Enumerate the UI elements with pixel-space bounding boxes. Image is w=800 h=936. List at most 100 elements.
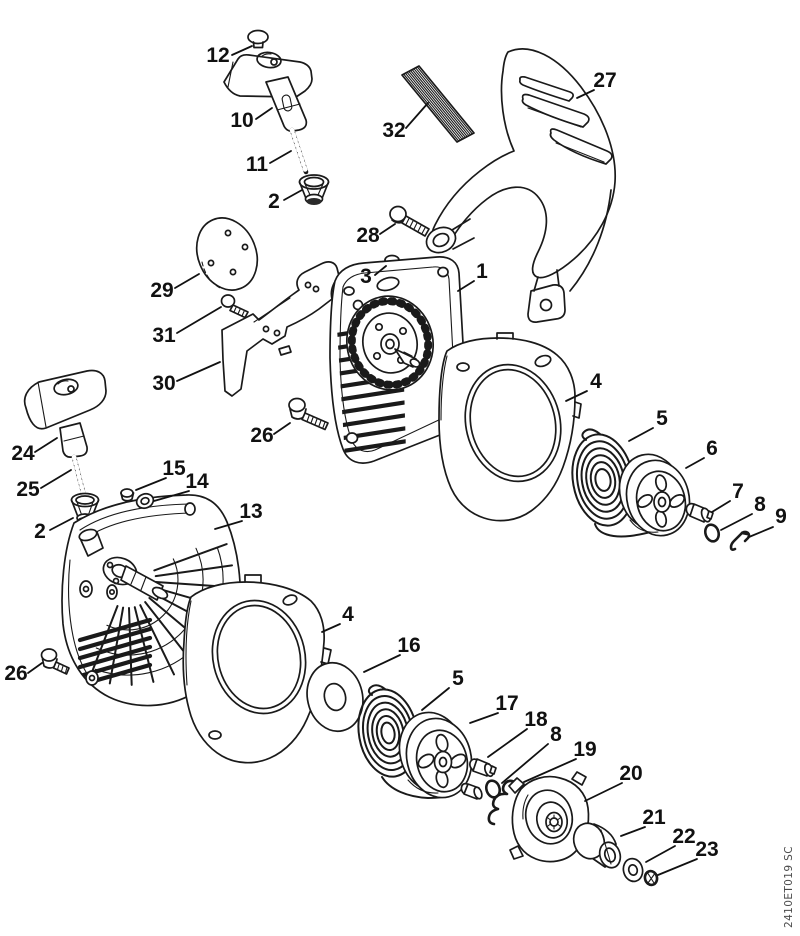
part-20-starter-cup xyxy=(508,771,590,863)
callout-leader-20 xyxy=(584,782,623,802)
part-25-starter-rope xyxy=(71,454,86,495)
part-12-cap xyxy=(247,29,269,49)
part-17-rope-rotor xyxy=(398,711,473,799)
part-16-washer-disc xyxy=(306,661,364,733)
callout-label-27: 27 xyxy=(593,69,616,92)
part-28-screw xyxy=(389,205,430,237)
callout-leader-21 xyxy=(620,826,646,837)
part-18-pawl-set xyxy=(460,758,497,800)
callout-leader-15 xyxy=(135,477,167,491)
callout-label-31: 31 xyxy=(152,324,176,347)
callout-leader-5 xyxy=(628,427,654,442)
callout-label-11: 11 xyxy=(246,153,269,176)
part-4-cover-upper xyxy=(438,332,582,522)
callout-leader-32 xyxy=(405,102,429,129)
callout-label-22: 22 xyxy=(672,825,695,848)
part-2-rope-grommet-top xyxy=(298,174,330,205)
part-23-lock-clip xyxy=(643,869,659,887)
part-32-striped-strip xyxy=(401,65,475,143)
part-31-screw xyxy=(220,294,249,319)
callout-label-14: 14 xyxy=(185,470,209,493)
callout-label-30: 30 xyxy=(152,372,175,395)
part-30-baffle-plate xyxy=(221,261,340,397)
callout-leader-31 xyxy=(176,306,222,334)
part-29-cover-disc xyxy=(195,217,259,291)
callout-label-23: 23 xyxy=(695,838,718,861)
callout-leader-11 xyxy=(269,150,292,164)
part-22-washer xyxy=(622,857,644,883)
part-24-starter-grip xyxy=(23,369,107,458)
callout-label-8: 8 xyxy=(754,493,766,516)
callout-label-5: 5 xyxy=(452,667,464,690)
callout-leader-2 xyxy=(49,517,74,531)
callout-leader-18 xyxy=(487,728,528,758)
callout-layer: 1210112273228329313012645678924252151413… xyxy=(4,44,787,876)
callout-leader-5 xyxy=(421,687,450,711)
callout-leader-23 xyxy=(657,858,698,876)
callout-label-18: 18 xyxy=(524,708,548,731)
callout-leader-17 xyxy=(469,712,499,724)
part-7-pawl xyxy=(685,502,714,523)
callout-leader-22 xyxy=(645,845,676,863)
callout-label-26: 26 xyxy=(4,662,27,685)
callout-leader-14 xyxy=(153,490,190,502)
callout-label-6: 6 xyxy=(706,437,718,460)
callout-leader-4 xyxy=(565,390,588,402)
figure-code: 2410ET019 SC xyxy=(783,846,795,928)
callout-label-26: 26 xyxy=(250,424,273,447)
part-8-washer-right xyxy=(703,523,721,543)
callout-leader-8 xyxy=(720,513,753,531)
callout-label-15: 15 xyxy=(162,457,186,480)
part-21-hub xyxy=(572,822,622,869)
callout-label-2: 2 xyxy=(34,520,46,543)
callout-leader-2 xyxy=(283,189,303,201)
flywheel xyxy=(345,295,435,391)
callout-label-8: 8 xyxy=(550,723,562,746)
callout-leader-3 xyxy=(374,265,387,276)
callout-label-20: 20 xyxy=(619,762,642,785)
part-19-torsion-spring xyxy=(487,779,519,826)
callout-leader-28 xyxy=(379,223,396,235)
callout-leader-1 xyxy=(457,280,475,292)
callout-leader-13 xyxy=(214,520,243,530)
part-26-screw-upper xyxy=(288,397,329,431)
callout-label-17: 17 xyxy=(495,692,518,715)
callout-label-10: 10 xyxy=(230,109,253,132)
callout-leader-25 xyxy=(40,469,72,489)
callout-label-25: 25 xyxy=(16,478,40,501)
callout-label-19: 19 xyxy=(573,738,596,761)
callout-label-12: 12 xyxy=(206,44,229,67)
callout-leader-19 xyxy=(523,758,577,783)
callout-leader-10 xyxy=(255,107,273,120)
part-26-screw-lower xyxy=(40,648,70,675)
callout-leader-16 xyxy=(363,654,401,673)
callout-label-16: 16 xyxy=(397,634,420,657)
callout-leader-26 xyxy=(27,662,43,674)
callout-label-28: 28 xyxy=(356,224,380,247)
callout-leader-26 xyxy=(273,422,291,435)
callout-label-1: 1 xyxy=(476,260,488,283)
part-15-bushing xyxy=(120,488,135,502)
callout-leader-7 xyxy=(711,500,731,513)
part-11-starter-rope xyxy=(289,127,309,175)
callout-leader-9 xyxy=(748,526,774,538)
callout-label-32: 32 xyxy=(382,119,405,142)
callout-label-9: 9 xyxy=(775,505,787,528)
part-14-washer xyxy=(135,492,155,510)
callout-leader-27 xyxy=(576,89,595,99)
callout-leader-30 xyxy=(176,361,221,382)
callout-label-4: 4 xyxy=(342,603,354,626)
callout-leader-12 xyxy=(231,45,253,56)
callout-label-3: 3 xyxy=(360,265,372,288)
callout-label-5: 5 xyxy=(656,407,668,430)
callout-leader-6 xyxy=(685,457,705,469)
callout-label-7: 7 xyxy=(732,480,744,503)
part-9-spring-clip xyxy=(729,530,751,551)
part-10-starter-grip xyxy=(223,51,313,132)
part-6-rope-rotor xyxy=(618,453,691,537)
callout-leader-29 xyxy=(174,273,200,289)
callout-label-24: 24 xyxy=(11,442,35,465)
callout-label-2: 2 xyxy=(268,190,280,213)
